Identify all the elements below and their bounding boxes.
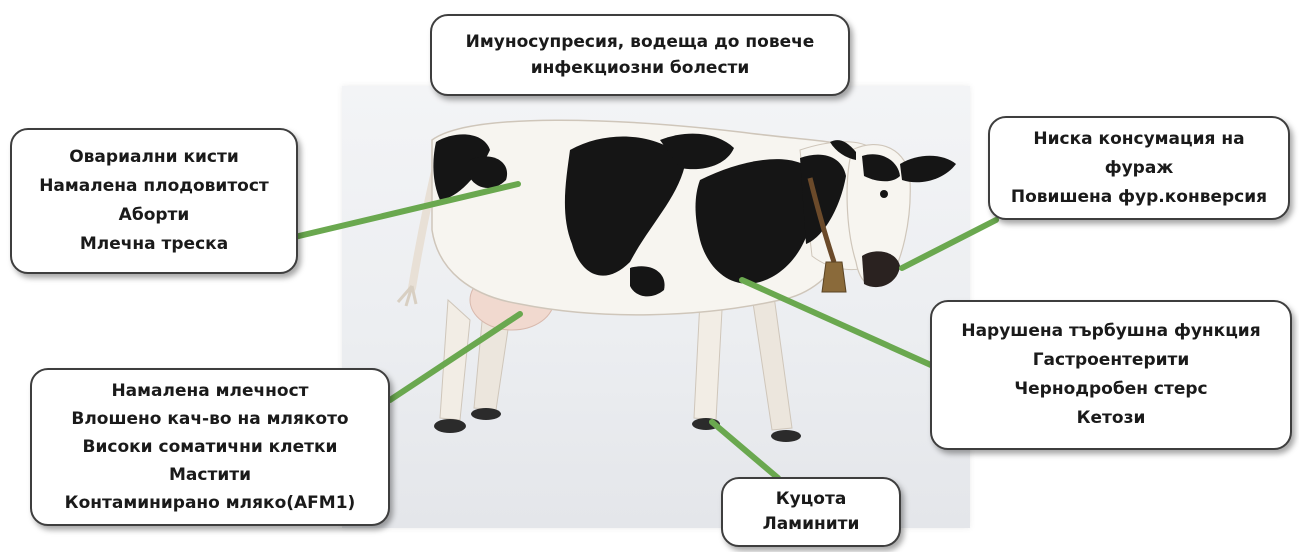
callout-line: Високи соматични клетки [83, 433, 338, 461]
connector-bottom-left [390, 314, 520, 400]
callout-line: Овариални кисти [69, 143, 239, 172]
callout-line: Гастроентерити [1033, 346, 1190, 375]
callout-line: Ниска консумация на [1033, 125, 1244, 154]
callout-immunosuppression: Имуносупресия, водеща до повече инфекцио… [430, 14, 850, 96]
callout-feed: Ниска консумация на фураж Повишена фур.к… [988, 116, 1290, 220]
callout-line: Имуносупресия, водеща до повече [466, 29, 815, 55]
callout-line: Намалена плодовитост [39, 172, 269, 201]
callout-line: Кетози [1077, 404, 1146, 433]
connector-bottom [712, 422, 778, 478]
callout-digestion: Нарушена търбушна функция Гастроентерити… [930, 300, 1292, 450]
callout-line: Аборти [119, 201, 190, 230]
callout-line: Куцота [776, 487, 847, 512]
callout-line: Чернодробен стерс [1014, 375, 1207, 404]
callout-line: Влошено кач-во на млякото [71, 405, 348, 433]
callout-line: инфекциозни болести [531, 55, 750, 81]
callout-line: фураж [1105, 154, 1174, 183]
callout-milk: Намалена млечност Влошено кач-во на мляк… [30, 368, 390, 526]
connector-left [282, 184, 518, 240]
connector-right-top [902, 220, 996, 268]
connector-right-mid [742, 280, 942, 370]
callout-lameness: Куцота Ламинити [721, 477, 901, 547]
callout-line: Намалена млечност [111, 377, 308, 405]
callout-line: Мастити [169, 461, 251, 489]
callout-reproduction: Овариални кисти Намалена плодовитост Або… [10, 128, 298, 274]
callout-line: Нарушена търбушна функция [961, 317, 1260, 346]
callout-line: Контаминирано мляко(AFM1) [65, 489, 356, 517]
callout-line: Млечна треска [80, 230, 228, 259]
callout-line: Ламинити [763, 512, 860, 537]
callout-line: Повишена фур.конверсия [1011, 183, 1267, 212]
